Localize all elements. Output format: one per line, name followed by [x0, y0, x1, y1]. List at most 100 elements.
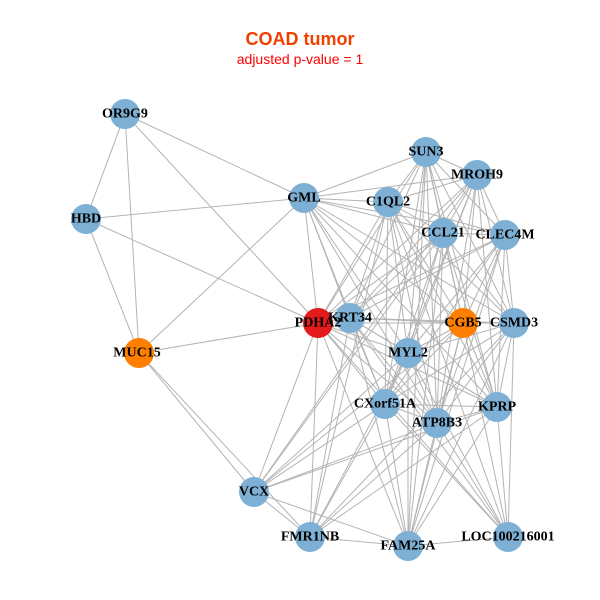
- edge-CSMD3-FAM25A: [407, 322, 515, 547]
- edge-SUN3-CXorf51A: [384, 151, 427, 405]
- edge-KRT34-FMR1NB: [309, 317, 351, 538]
- node-label-CLEC4M: CLEC4M: [475, 228, 534, 243]
- edge-ATP8B3-FMR1NB: [309, 422, 438, 538]
- node-label-SUN3: SUN3: [408, 145, 443, 160]
- node-C1QL2[interactable]: [373, 187, 403, 217]
- node-FAM25A[interactable]: [393, 531, 423, 561]
- node-label-ATP8B3: ATP8B3: [412, 416, 462, 431]
- node-CSMD3[interactable]: [499, 308, 529, 338]
- node-label-GML: GML: [287, 191, 320, 206]
- edge-GML-PDHA2: [303, 197, 319, 324]
- edge-SUN3-CSMD3: [425, 151, 515, 324]
- edge-PDHA2-ATP8B3: [317, 322, 438, 424]
- edge-GML-CCL21: [303, 197, 444, 234]
- edge-C1QL2-MYL2: [387, 201, 409, 354]
- node-label-CSMD3: CSMD3: [490, 316, 538, 331]
- node-HBD[interactable]: [71, 204, 101, 234]
- edge-HBD-MUC15: [85, 218, 140, 354]
- edge-CCL21-CSMD3: [442, 232, 515, 324]
- edge-ATP8B3-LOC100216001: [436, 422, 509, 538]
- edge-C1QL2-PDHA2: [317, 201, 389, 324]
- node-LOC100216001[interactable]: [493, 522, 523, 552]
- node-label-PDHA2: PDHA2: [295, 316, 342, 331]
- edge-KPRP-VCX: [253, 406, 498, 493]
- node-KPRP[interactable]: [482, 392, 512, 422]
- edge-SUN3-CLEC4M: [425, 151, 506, 236]
- edge-CCL21-CGB5: [442, 232, 464, 324]
- edge-OR9G9-MUC15: [124, 113, 140, 354]
- edge-CXorf51A-LOC100216001: [384, 403, 509, 538]
- node-label-KRT34: KRT34: [328, 311, 372, 326]
- edge-VCX-FAM25A: [253, 491, 409, 547]
- edge-MYL2-VCX: [253, 352, 409, 493]
- node-label-CCL21: CCL21: [421, 226, 465, 241]
- edge-MROH9-KRT34: [349, 174, 478, 319]
- edge-SUN3-KPRP: [425, 151, 498, 408]
- edge-CGB5-CXorf51A: [384, 322, 464, 405]
- edge-CSMD3-LOC100216001: [507, 322, 515, 538]
- edge-MYL2-FMR1NB: [309, 352, 409, 538]
- edge-MUC15-VCX: [138, 352, 255, 493]
- edge-PDHA2-FAM25A: [317, 322, 409, 547]
- edge-KRT34-CSMD3: [349, 317, 515, 324]
- edge-KPRP-FMR1NB: [309, 406, 498, 538]
- edge-HBD-PDHA2: [85, 218, 319, 324]
- node-CGB5[interactable]: [448, 308, 478, 338]
- edge-OR9G9-PDHA2: [124, 113, 319, 324]
- node-label-CXorf51A: CXorf51A: [354, 397, 417, 412]
- edge-CGB5-VCX: [253, 322, 464, 493]
- edge-CCL21-MYL2: [407, 232, 444, 354]
- edge-C1QL2-FMR1NB: [309, 201, 389, 538]
- node-label-LOC100216001: LOC100216001: [461, 530, 554, 545]
- node-KRT34[interactable]: [335, 303, 365, 333]
- node-ATP8B3[interactable]: [422, 408, 452, 438]
- edge-MROH9-CGB5: [462, 174, 478, 324]
- edge-PDHA2-FMR1NB: [309, 322, 319, 538]
- node-MROH9[interactable]: [462, 160, 492, 190]
- edge-CCL21-CXorf51A: [384, 232, 444, 405]
- edge-HBD-GML: [85, 197, 305, 220]
- node-PDHA2[interactable]: [303, 308, 333, 338]
- edge-KPRP-FAM25A: [407, 406, 498, 547]
- edge-KRT34-FAM25A: [349, 317, 409, 547]
- node-label-MYL2: MYL2: [388, 346, 428, 361]
- node-SUN3[interactable]: [411, 137, 441, 167]
- node-MYL2[interactable]: [393, 338, 423, 368]
- node-CXorf51A[interactable]: [370, 389, 400, 419]
- edge-KRT34-CXorf51A: [349, 317, 386, 405]
- edge-OR9G9-GML: [124, 113, 305, 199]
- edge-OR9G9-HBD: [85, 113, 126, 220]
- edge-GML-KPRP: [303, 197, 498, 408]
- edge-MYL2-KPRP: [407, 352, 498, 408]
- node-label-FAM25A: FAM25A: [381, 539, 437, 554]
- node-label-FMR1NB: FMR1NB: [281, 530, 339, 545]
- node-FMR1NB[interactable]: [295, 522, 325, 552]
- edge-CCL21-KRT34: [349, 232, 444, 319]
- node-CCL21[interactable]: [428, 218, 458, 248]
- edge-MUC15-GML: [138, 197, 305, 354]
- edge-FMR1NB-FAM25A: [309, 536, 409, 547]
- edge-CLEC4M-FAM25A: [407, 234, 506, 547]
- node-GML[interactable]: [289, 183, 319, 213]
- edge-GML-MROH9: [303, 174, 478, 199]
- node-label-MUC15: MUC15: [113, 346, 160, 361]
- node-CLEC4M[interactable]: [490, 220, 520, 250]
- node-OR9G9[interactable]: [110, 99, 140, 129]
- edge-CSMD3-CXorf51A: [384, 322, 515, 405]
- edge-C1QL2-CGB5: [387, 201, 464, 324]
- edge-GML-SUN3: [303, 151, 427, 199]
- node-VCX[interactable]: [239, 477, 269, 507]
- edge-CSMD3-FMR1NB: [309, 322, 515, 538]
- chart-subtitle: adjusted p-value = 1: [236, 51, 364, 67]
- edge-layer: [85, 113, 515, 547]
- node-MUC15[interactable]: [124, 338, 154, 368]
- edge-CGB5-KPRP: [462, 322, 498, 408]
- edge-MUC15-PDHA2: [138, 322, 319, 354]
- edge-C1QL2-KPRP: [387, 201, 498, 408]
- edge-C1QL2-KRT34: [349, 201, 389, 319]
- edge-MYL2-LOC100216001: [407, 352, 509, 538]
- edge-PDHA2-MYL2: [317, 322, 409, 354]
- edge-CLEC4M-KRT34: [349, 234, 506, 319]
